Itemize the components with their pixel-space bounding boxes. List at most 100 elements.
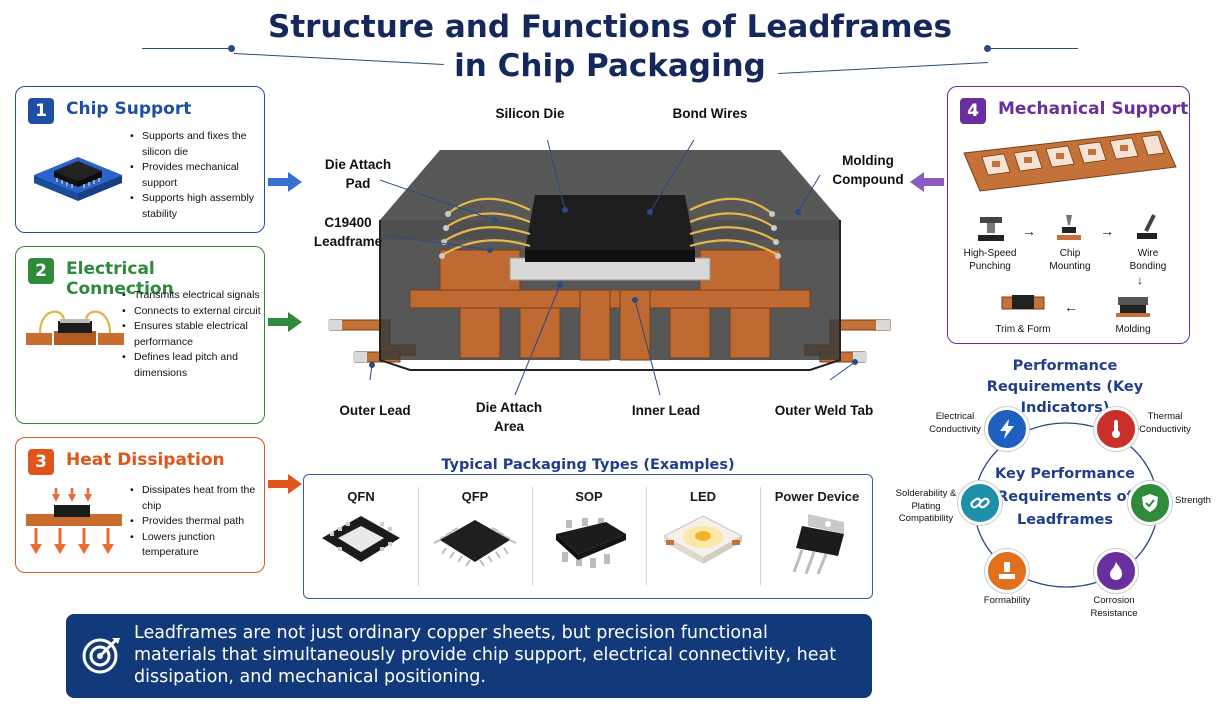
indicator-corrosion-resistance (1094, 549, 1138, 593)
label-die-attach-pad: Die Attach Pad (324, 157, 392, 191)
arrow-right-icon (268, 172, 302, 192)
arrow-right-icon (268, 474, 302, 494)
function-card-electrical-connection: 2 Electrical Connection Transmits electr… (15, 246, 265, 424)
packaging-types-panel: QFN QFP SOP LED (303, 474, 873, 599)
package-name: QFP (461, 489, 489, 504)
bullet-item: Provides thermal path (130, 514, 260, 530)
arrow-right-icon (268, 312, 302, 332)
card-title: Mechanical Support (998, 99, 1189, 119)
bonded-chip-icon (26, 310, 124, 345)
leadframe-strip-icon (963, 130, 1177, 192)
indicator-label: Solderability & Plating Compatibility (895, 488, 957, 524)
label-bond-wires: Bond Wires (672, 106, 748, 121)
flow-step-label: High-Speed Punching (963, 248, 1017, 272)
function-card-heat-dissipation: 3 Heat Dissipation Dissipates heat from … (15, 437, 265, 573)
leadframe-package-diagram (328, 140, 891, 396)
card-number-badge: 2 (28, 258, 54, 284)
summary-text: Leadframes are not just ordinary copper … (134, 623, 837, 687)
heat-flow-icon (26, 488, 122, 554)
indicator-strength (1128, 481, 1172, 525)
press-icon (999, 562, 1015, 579)
indicator-formability (985, 549, 1029, 593)
function-card-chip-support: 1 Chip Support Supports and fixes the si… (15, 86, 265, 233)
card-title: Chip Support (66, 99, 192, 119)
bullet-list: Supports and fixes the silicon die Provi… (130, 129, 260, 222)
indicator-solderability (958, 481, 1002, 525)
title-decor-dot-right (984, 45, 991, 52)
indicator-label: Electrical Conductivity (929, 411, 981, 435)
thermometer-icon (1112, 420, 1120, 438)
qfp-package-icon (433, 520, 517, 567)
arrow-left-icon: ← (1064, 299, 1078, 315)
bullet-item: Provides mechanical support (130, 160, 260, 191)
package-name: LED (690, 489, 716, 504)
arrow-left-icon (910, 172, 944, 192)
label-molding-compound: Molding Compound (832, 153, 904, 187)
card-number-badge: 1 (28, 98, 54, 124)
label-outer-lead: Outer Lead (339, 403, 411, 418)
punching-press-icon (978, 217, 1004, 241)
divider (532, 487, 533, 586)
lightning-icon (1000, 419, 1014, 439)
title-decor-right (990, 48, 1078, 49)
label-inner-lead: Inner Lead (631, 403, 701, 418)
label-outer-weld-tab: Outer Weld Tab (774, 403, 874, 418)
link-icon (970, 497, 990, 509)
package-name: SOP (575, 489, 603, 504)
qfn-package-icon (322, 516, 400, 562)
packaging-types-title: Typical Packaging Types (Examples) (430, 457, 746, 473)
package-type-qfp: QFP (418, 475, 532, 598)
title-decor-dot-left (228, 45, 235, 52)
package-name: Power Device (774, 489, 860, 504)
arrow-right-icon: → (1100, 223, 1114, 239)
divider (418, 487, 419, 586)
indicator-thermal-conductivity (1094, 407, 1138, 451)
package-name: QFN (347, 489, 375, 504)
trim-form-icon (1001, 295, 1045, 310)
divider (760, 487, 761, 586)
title-line-1: Structure and Functions of Leadframes (268, 9, 952, 45)
bullet-item: Connects to external circuit (122, 304, 262, 320)
indicator-label: Corrosion Resistance (1090, 595, 1138, 619)
bullet-item: Dissipates heat from the chip (130, 483, 260, 514)
chip-mounting-icon (1057, 215, 1081, 240)
performance-heading: Performance Requirements (Key Indicators… (986, 358, 1144, 416)
arrow-down-icon: ↓ (1137, 273, 1143, 287)
flow-step-label: Chip Mounting (1049, 248, 1091, 272)
divider (646, 487, 647, 586)
indicator-electrical-conductivity (985, 407, 1029, 451)
package-type-qfn: QFN (304, 475, 418, 598)
bullet-list: Dissipates heat from the chip Provides t… (130, 483, 260, 561)
title-decor-left (142, 48, 230, 49)
bullet-item: Defines lead pitch and dimensions (122, 350, 262, 381)
label-die-attach-area: Die Attach Area (475, 400, 543, 434)
title-line-2: in Chip Packaging (454, 48, 766, 84)
flow-step-label: Trim & Form (995, 324, 1051, 335)
arrow-right-icon: → (1022, 223, 1036, 239)
bullet-item: Transmits electrical signals (122, 288, 262, 304)
chip-on-pad-icon (34, 157, 122, 201)
indicator-label: Formability (983, 595, 1031, 606)
flow-step-label: Wire Bonding (1129, 248, 1167, 272)
function-card-mechanical-support: 4 Mechanical Support → → ↓ ← High-Speed … (947, 86, 1190, 344)
target-icon (82, 638, 120, 674)
shield-icon (1142, 494, 1158, 512)
power-device-icon (792, 514, 844, 574)
molding-icon (1116, 297, 1150, 317)
led-package-icon (662, 515, 744, 564)
label-c19400-leadframe: C19400 Leadframe (313, 215, 383, 249)
bullet-item: Lowers junction temperature (130, 530, 260, 561)
package-type-sop: SOP (532, 475, 646, 598)
flame-icon (1110, 562, 1122, 580)
card-title: Heat Dissipation (66, 450, 225, 470)
package-type-led: LED (646, 475, 760, 598)
card-number-badge: 3 (28, 449, 54, 475)
indicator-label: Strength (1175, 495, 1211, 506)
flow-step-label: Molding (1115, 324, 1151, 335)
bullet-list: Transmits electrical signals Connects to… (122, 288, 262, 381)
package-type-power-device: Power Device (760, 475, 874, 598)
sop-package-icon (556, 518, 626, 568)
page-title: Structure and Functions of Leadframes in… (200, 8, 1020, 86)
bullet-item: Ensures stable electrical performance (122, 319, 262, 350)
ring-center-text: Key Performance Requirements of Leadfram… (995, 466, 1135, 528)
